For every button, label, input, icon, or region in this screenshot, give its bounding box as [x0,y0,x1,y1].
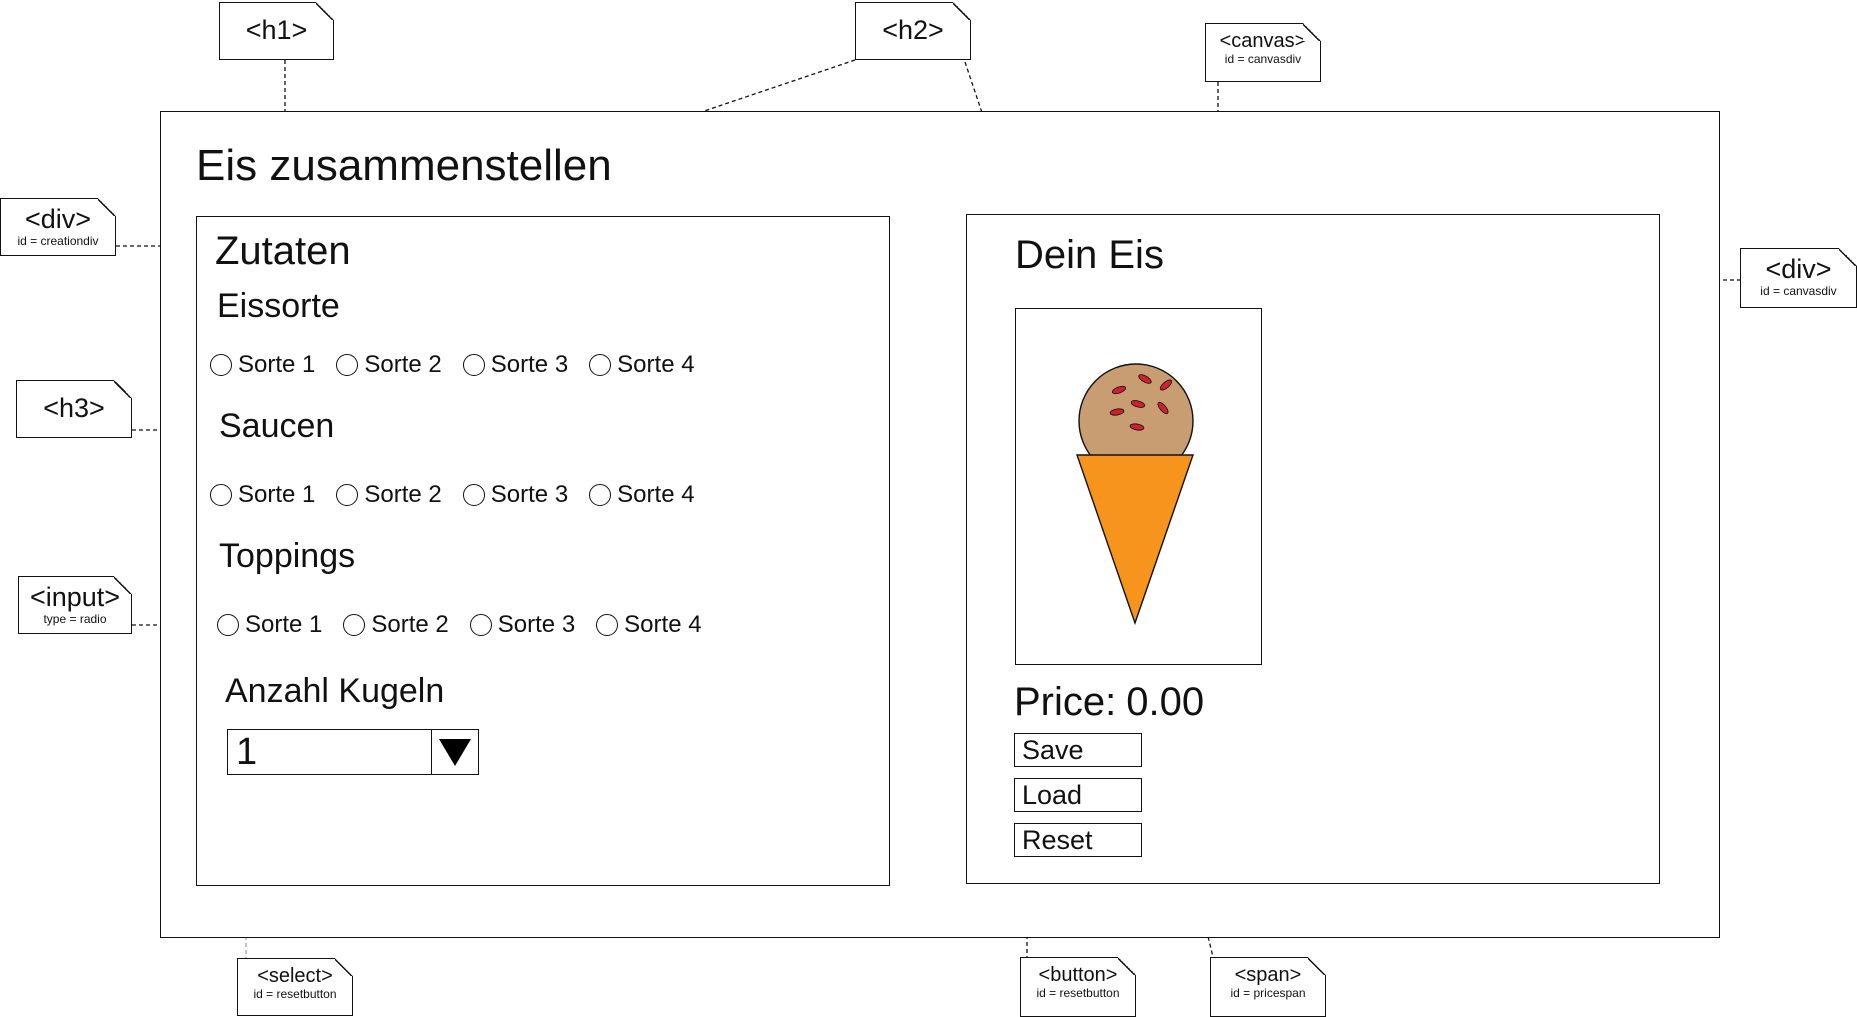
toppings-heading: Toppings [219,537,356,575]
eissorte-radio-3[interactable]: Sorte 3 [462,351,568,379]
eissorte-radio-2[interactable]: Sorte 2 [336,351,442,379]
toppings-radio-3[interactable]: Sorte 3 [469,611,575,639]
radio-circle[interactable] [469,614,492,636]
scoops-select-value: 1 [236,731,258,773]
anzahl-kugeln-heading: Anzahl Kugeln [225,672,445,710]
radio-circle[interactable] [462,354,485,376]
radio-circle[interactable] [589,354,612,376]
ice-cream-canvas [1015,308,1262,665]
annotation-h1: <h1> [219,2,334,60]
radio-circle[interactable] [336,354,359,376]
eissorte-radio-4[interactable]: Sorte 4 [589,351,695,379]
ice-cream-cone-icon [1076,363,1194,626]
toppings-radio-4[interactable]: Sorte 4 [596,611,702,639]
price-span: 0.00 [1126,680,1205,724]
zutaten-heading: Zutaten [215,229,351,273]
saucen-radio-1[interactable]: Sorte 1 [210,481,315,509]
radio-circle[interactable] [462,484,485,506]
annotation-div-canvas: <div> id = canvasdiv [1740,248,1857,308]
load-button[interactable]: Load [1014,778,1142,812]
eissorte-radio-group: Sorte 1 Sorte 2 Sorte 3 Sorte 4 [210,351,716,379]
annotation-span: <span> id = pricespan [1210,957,1326,1017]
price-display: Price: 0.00 [1014,678,1204,726]
annotation-button: <button> id = resetbutton [1020,957,1136,1017]
saucen-heading: Saucen [219,407,335,445]
radio-circle[interactable] [217,614,239,636]
saucen-radio-group: Sorte 1 Sorte 2 Sorte 3 Sorte 4 [210,481,716,509]
toppings-radio-group: Sorte 1 Sorte 2 Sorte 3 Sorte 4 [217,611,723,639]
annotation-select: <select> id = resetbutton [237,958,353,1016]
annotation-canvas: <canvas> id = canvasdiv [1205,23,1321,82]
toppings-radio-2[interactable]: Sorte 2 [343,611,449,639]
scoops-select[interactable]: 1 [227,729,479,775]
reset-button[interactable]: Reset [1014,823,1142,857]
dein-eis-heading: Dein Eis [1015,233,1164,277]
triangle-down-icon[interactable] [431,730,478,774]
save-button[interactable]: Save [1014,733,1142,767]
annotation-h2: <h2> [855,2,971,60]
saucen-radio-4[interactable]: Sorte 4 [589,481,695,509]
radio-circle[interactable] [210,484,232,506]
saucen-radio-2[interactable]: Sorte 2 [336,481,442,509]
toppings-radio-1[interactable]: Sorte 1 [217,611,322,639]
radio-circle[interactable] [210,354,232,376]
eissorte-heading: Eissorte [217,287,340,325]
eissorte-radio-1[interactable]: Sorte 1 [210,351,315,379]
radio-circle[interactable] [343,614,366,636]
annotation-div-creation: <div> id = creationdiv [0,198,116,256]
saucen-radio-3[interactable]: Sorte 3 [462,481,568,509]
radio-circle[interactable] [336,484,359,506]
annotation-input: <input> type = radio [18,576,132,634]
annotation-h3: <h3> [16,380,132,438]
page-title: Eis zusammenstellen [196,141,612,190]
price-label: Price: [1014,680,1117,724]
radio-circle[interactable] [596,614,619,636]
radio-circle[interactable] [589,484,612,506]
